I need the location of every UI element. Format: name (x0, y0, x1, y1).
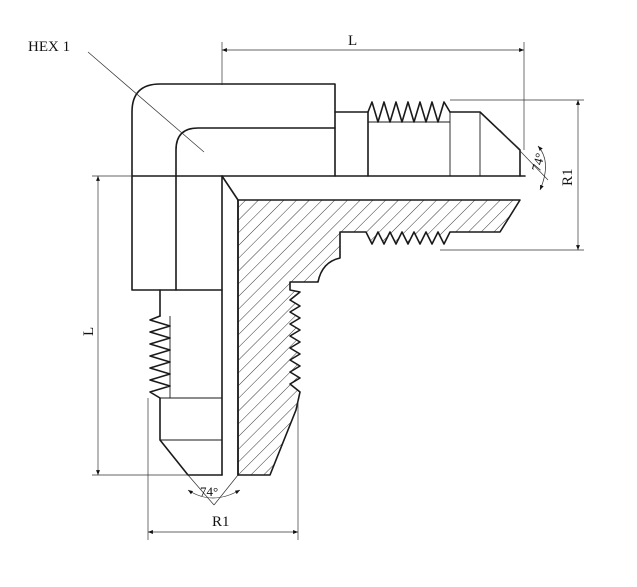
length-top-label: L (348, 33, 357, 49)
angle-bottom-label: 74° (200, 484, 218, 499)
radius-right-label: R1 (560, 168, 576, 186)
hex-body (131, 83, 336, 291)
bottom-leg-exterior (149, 289, 223, 476)
dimension-radius-bottom (147, 398, 299, 540)
length-left-label: L (81, 327, 97, 336)
angle-right-label: 74° (528, 151, 547, 172)
dimension-length-top (221, 42, 525, 150)
angle-arc-right (499, 129, 549, 191)
hex-label: HEX 1 (28, 39, 70, 55)
dimension-radius-right (440, 99, 584, 251)
dimension-length-left (92, 175, 188, 476)
angle-arc-bottom (187, 474, 241, 506)
hex-leader-line (87, 51, 205, 153)
radius-bottom-label: R1 (212, 514, 230, 530)
right-leg-exterior (221, 101, 526, 177)
sectioned-body (221, 175, 521, 476)
